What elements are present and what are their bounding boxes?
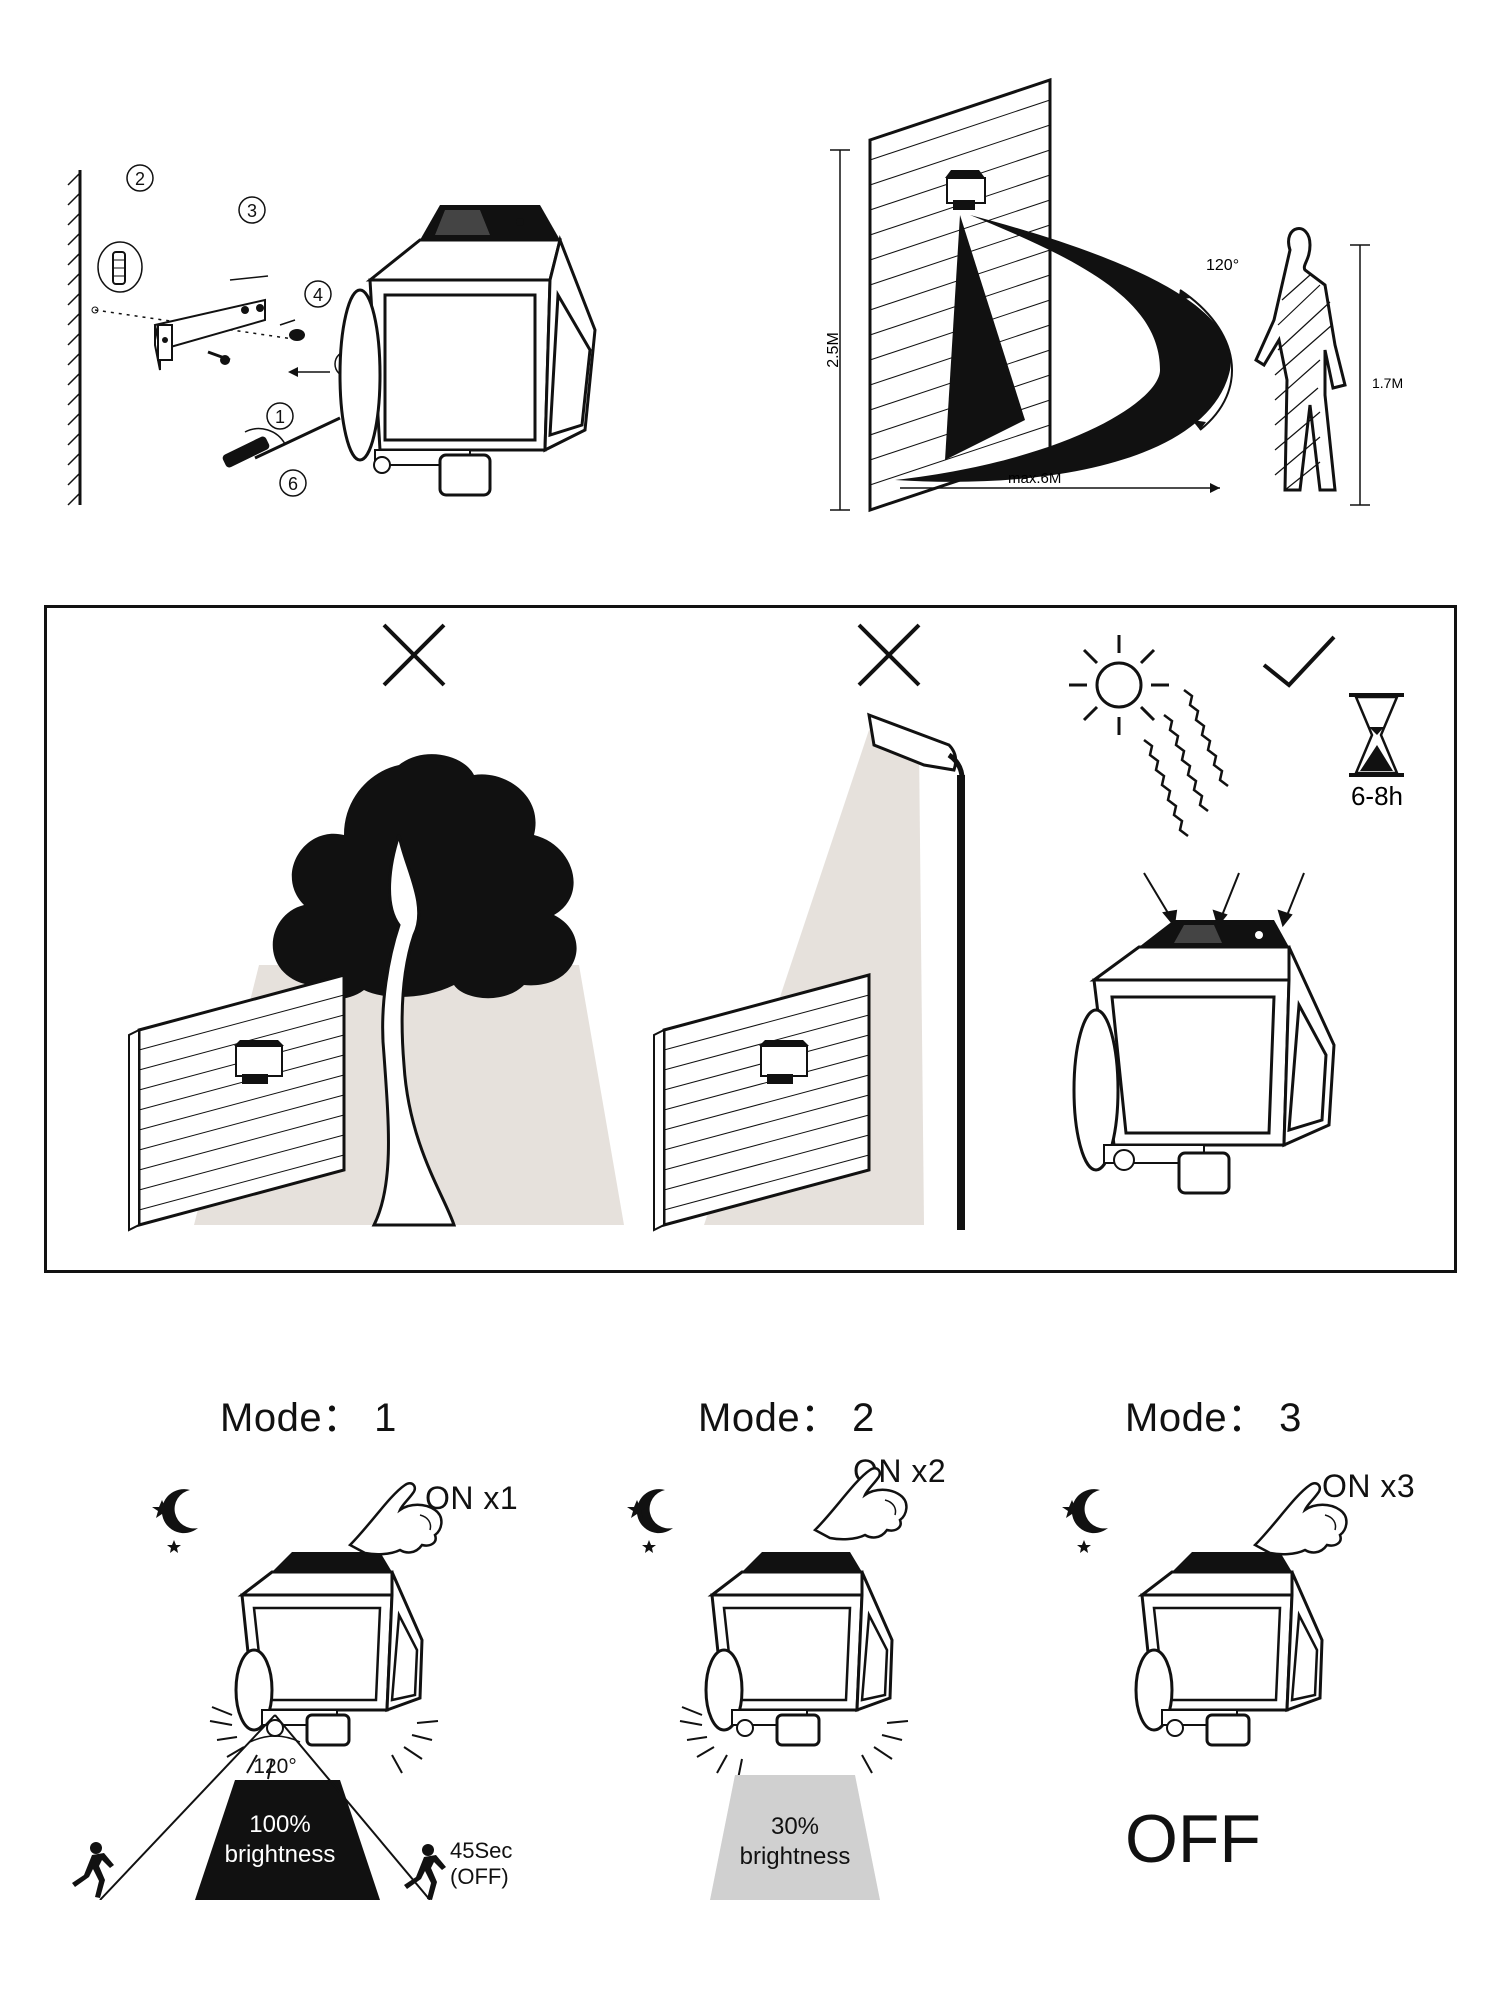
mode-3-press-label: ON x3 <box>1322 1468 1416 1504</box>
mode-3-title: Mode： 3 <box>1125 1396 1302 1440</box>
solar-lamp-large <box>1072 920 1336 1195</box>
mode-1-press-label: ON x1 <box>425 1480 519 1516</box>
mode-3-off-label: OFF <box>1125 1801 1261 1877</box>
mount-height-label: 2.5M <box>825 332 842 368</box>
placement-illustrations: 6-8h <box>128 623 1404 1232</box>
street-light-scene <box>653 623 965 1232</box>
installation-diagram: 2 3 4 5 1 6 <box>67 164 597 506</box>
step-6-label: 6 <box>288 474 298 494</box>
mode-2-illustration <box>627 1467 909 1900</box>
step-3-label: 3 <box>247 201 257 221</box>
mounting-bracket <box>153 298 266 371</box>
mode-1-brightness-word: brightness <box>224 1841 336 1868</box>
hourglass-icon <box>1349 693 1404 777</box>
sun-icon <box>1069 635 1169 735</box>
sunlight-scene: 6-8h <box>1069 635 1404 1195</box>
person-figure <box>1254 227 1347 492</box>
solar-lamp <box>338 205 597 497</box>
placement-panel <box>44 605 1457 1273</box>
mode-1-timer-note: (OFF) <box>450 1864 509 1889</box>
mode-1-brightness-pct: 100% <box>249 1811 311 1838</box>
tree-shade-scene <box>128 623 624 1232</box>
wall-anchor <box>97 241 143 293</box>
mode-3-illustration <box>1062 1482 1348 1747</box>
mode-1-timer-label: 45Sec (OFF) <box>450 1838 530 1890</box>
step-1-label: 1 <box>275 407 285 427</box>
cross-mark-streetlight <box>857 623 921 687</box>
angle-label: 120° <box>1206 257 1239 274</box>
charge-time-label: 6-8h <box>1351 781 1403 811</box>
check-mark-icon <box>1262 635 1336 688</box>
step-4-label: 4 <box>313 285 323 305</box>
person-height-label: 1.7M <box>1372 375 1403 391</box>
screwdriver <box>222 416 341 468</box>
mode-1-timer-value: 45Sec <box>450 1838 513 1863</box>
running-person-right-icon <box>404 1844 446 1900</box>
detection-diagram: 2.5M 120° max.6M <box>825 77 1403 513</box>
mode-2-brightness-trapezoid <box>710 1775 880 1900</box>
sun-rays-icon <box>1143 689 1229 837</box>
max-distance-label: max.6M <box>1008 470 1061 487</box>
mode-1-angle-label: 120° <box>253 1755 297 1778</box>
mode-2-title: Mode： 2 <box>698 1396 875 1440</box>
mode-1-title: Mode： 1 <box>220 1396 397 1440</box>
modes-illustrations <box>72 1467 1348 1900</box>
detection-sweep <box>895 215 1231 482</box>
mode-1-brightness-trapezoid <box>195 1780 380 1900</box>
cross-mark-tree <box>382 623 446 687</box>
mode-1-illustration <box>72 1482 446 1900</box>
step-2-label: 2 <box>135 169 145 189</box>
mode-2-brightness-word: brightness <box>739 1843 851 1870</box>
running-person-left-icon <box>72 1842 114 1898</box>
mode-2-brightness-pct: 30% <box>770 1813 820 1840</box>
mode-1-brightness-label: 100% brightness <box>200 1810 360 1870</box>
mode-2-brightness-label: 30% brightness <box>720 1812 870 1872</box>
